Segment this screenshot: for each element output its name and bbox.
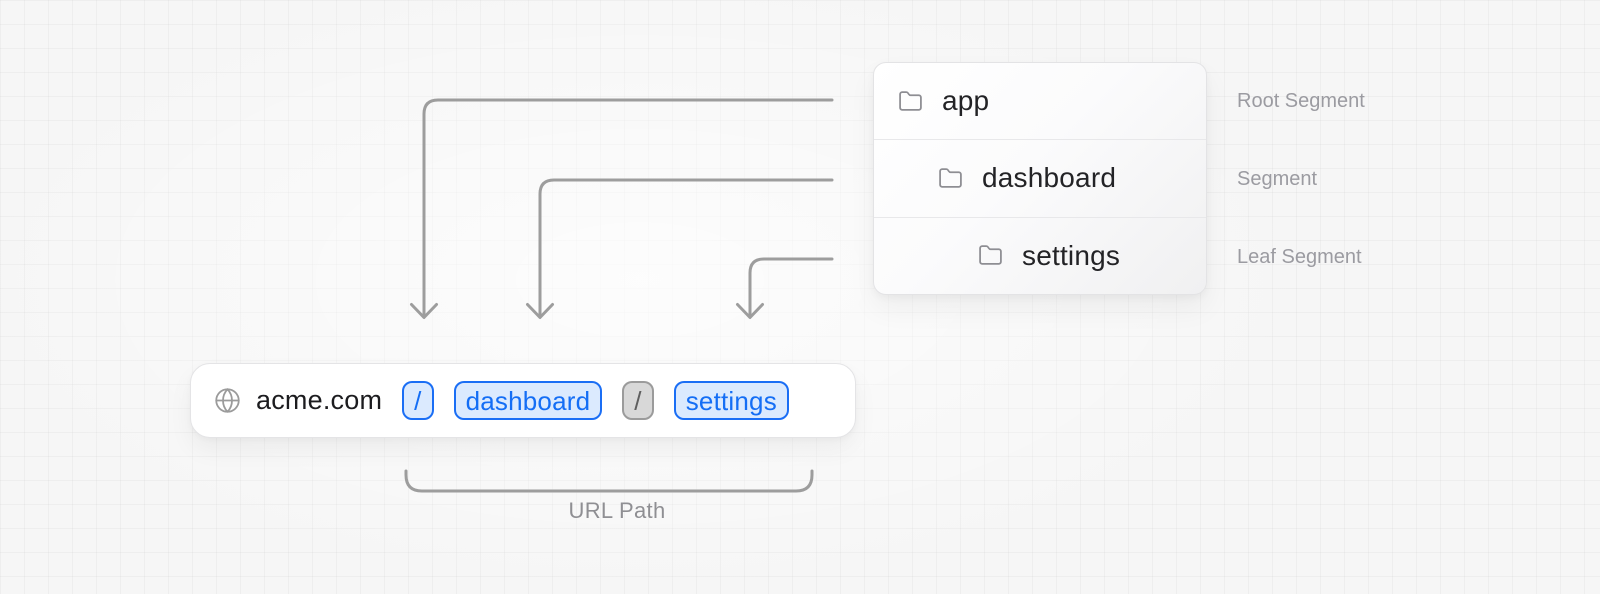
folder-icon bbox=[938, 166, 963, 191]
annotation-segment: Segment bbox=[1237, 168, 1318, 190]
folder-label-app: app bbox=[942, 85, 990, 117]
url-segment-root-slash: / bbox=[402, 381, 434, 420]
folder-row-settings: settings bbox=[874, 216, 1206, 294]
folder-icon bbox=[898, 89, 923, 114]
folder-row-app: app bbox=[874, 63, 1206, 139]
browser-url-bar: acme.com / dashboard / settings bbox=[190, 363, 856, 438]
folder-icon bbox=[978, 243, 1003, 268]
annotation-leaf-segment: Leaf Segment bbox=[1237, 246, 1362, 268]
url-segment-dashboard: dashboard bbox=[453, 381, 603, 420]
url-domain: acme.com bbox=[256, 385, 383, 415]
folder-label-settings: settings bbox=[1022, 239, 1121, 271]
globe-icon bbox=[214, 387, 241, 414]
folder-row-dashboard: dashboard bbox=[874, 139, 1206, 216]
url-segment-slash: / bbox=[622, 381, 654, 420]
folder-tree-card: app dashboard settings bbox=[873, 62, 1207, 295]
folder-label-dashboard: dashboard bbox=[982, 162, 1117, 194]
annotation-root-segment: Root Segment bbox=[1237, 90, 1365, 112]
url-path-caption: URL Path bbox=[568, 498, 666, 523]
url-segment-settings: settings bbox=[673, 381, 789, 420]
